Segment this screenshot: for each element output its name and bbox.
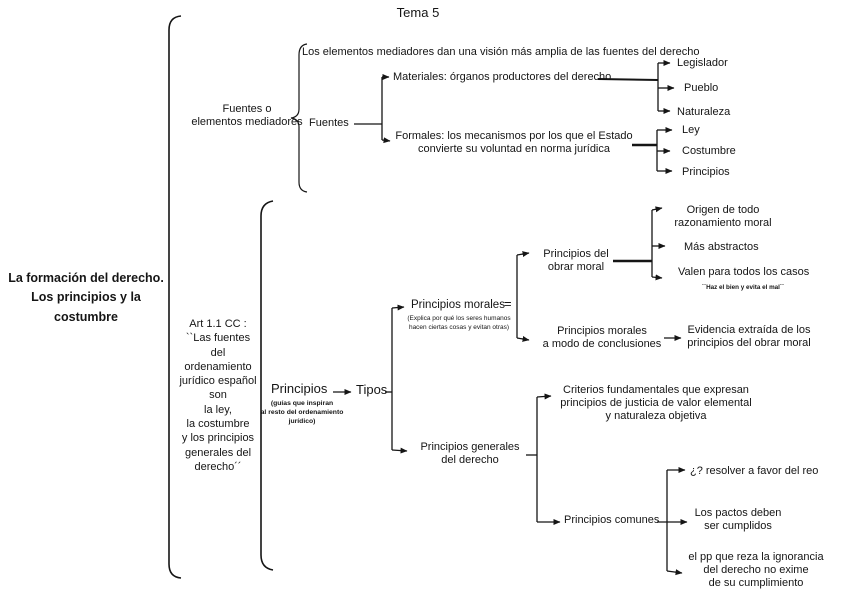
note-haz-el-bien: ``Haz el bien y evita el mal´´ [701,284,785,291]
node-principios-generales-derecho: Principios generales del derecho [420,441,520,467]
leaf-valen-para-todos: Valen para todos los casos [678,266,810,278]
note-elementos-mediadores: Los elementos mediadores dan una visión … [302,46,700,58]
leaf-evidencia-extraida: Evidencia extraída de los principios del… [687,324,811,350]
leaf-principios: Principios [682,166,730,178]
node-principios-del-obrar-moral: Principios del obrar moral [543,248,609,274]
node-principios: Principios [271,381,328,396]
root-topic: La formación del derecho. Los principios… [8,271,164,324]
leaf-pueblo: Pueblo [684,82,719,94]
note-principios-morales: (Explica por qué los seres humanos hacen… [407,315,511,331]
leaf-resolver-favor-reo: ¿? resolver a favor del reo [690,465,819,477]
page-title: Tema 5 [396,5,440,20]
leaf-origen-razonamiento-moral: Origen de todo razonamiento moral [674,204,772,230]
node-principios-morales: Principios morales [411,299,505,311]
leaf-legislador: Legislador [677,57,728,69]
leaf-costumbre: Costumbre [682,145,736,157]
note-principios: (guías que inspiran al resto del ordenam… [260,400,344,426]
node-fuentes: Fuentes [309,117,349,129]
leaf-mas-abstractos: Más abstractos [684,241,759,253]
leaf-naturaleza: Naturaleza [677,106,731,118]
leaf-pactos-cumplidos: Los pactos deben ser cumplidos [694,507,782,533]
leaf-criterios-fundamentales: Criterios fundamentales que expresan pri… [560,384,752,423]
node-principios-morales-conclusiones: Principios morales a modo de conclusione… [542,325,662,351]
node-tipos: Tipos [356,382,388,397]
principios-bracket [260,200,274,571]
outer-bracket [168,15,182,579]
node-fuentes-o-elementos-mediadores: Fuentes o elementos mediadores [191,103,303,129]
node-art-1-1-cc: Art 1.1 CC : ``Las fuentes del ordenamie… [179,318,257,473]
node-materiales: Materiales: órganos productores del dere… [393,71,612,83]
equals-connector: = [504,296,512,311]
leaf-ley: Ley [682,124,700,136]
node-principios-comunes: Principios comunes [564,514,660,526]
fuentes-brace [290,43,308,193]
node-formales: Formales: los mecanismos por los que el … [395,130,633,156]
leaf-ignorancia-no-exime: el pp que reza la ignorancia del derecho… [688,551,824,590]
